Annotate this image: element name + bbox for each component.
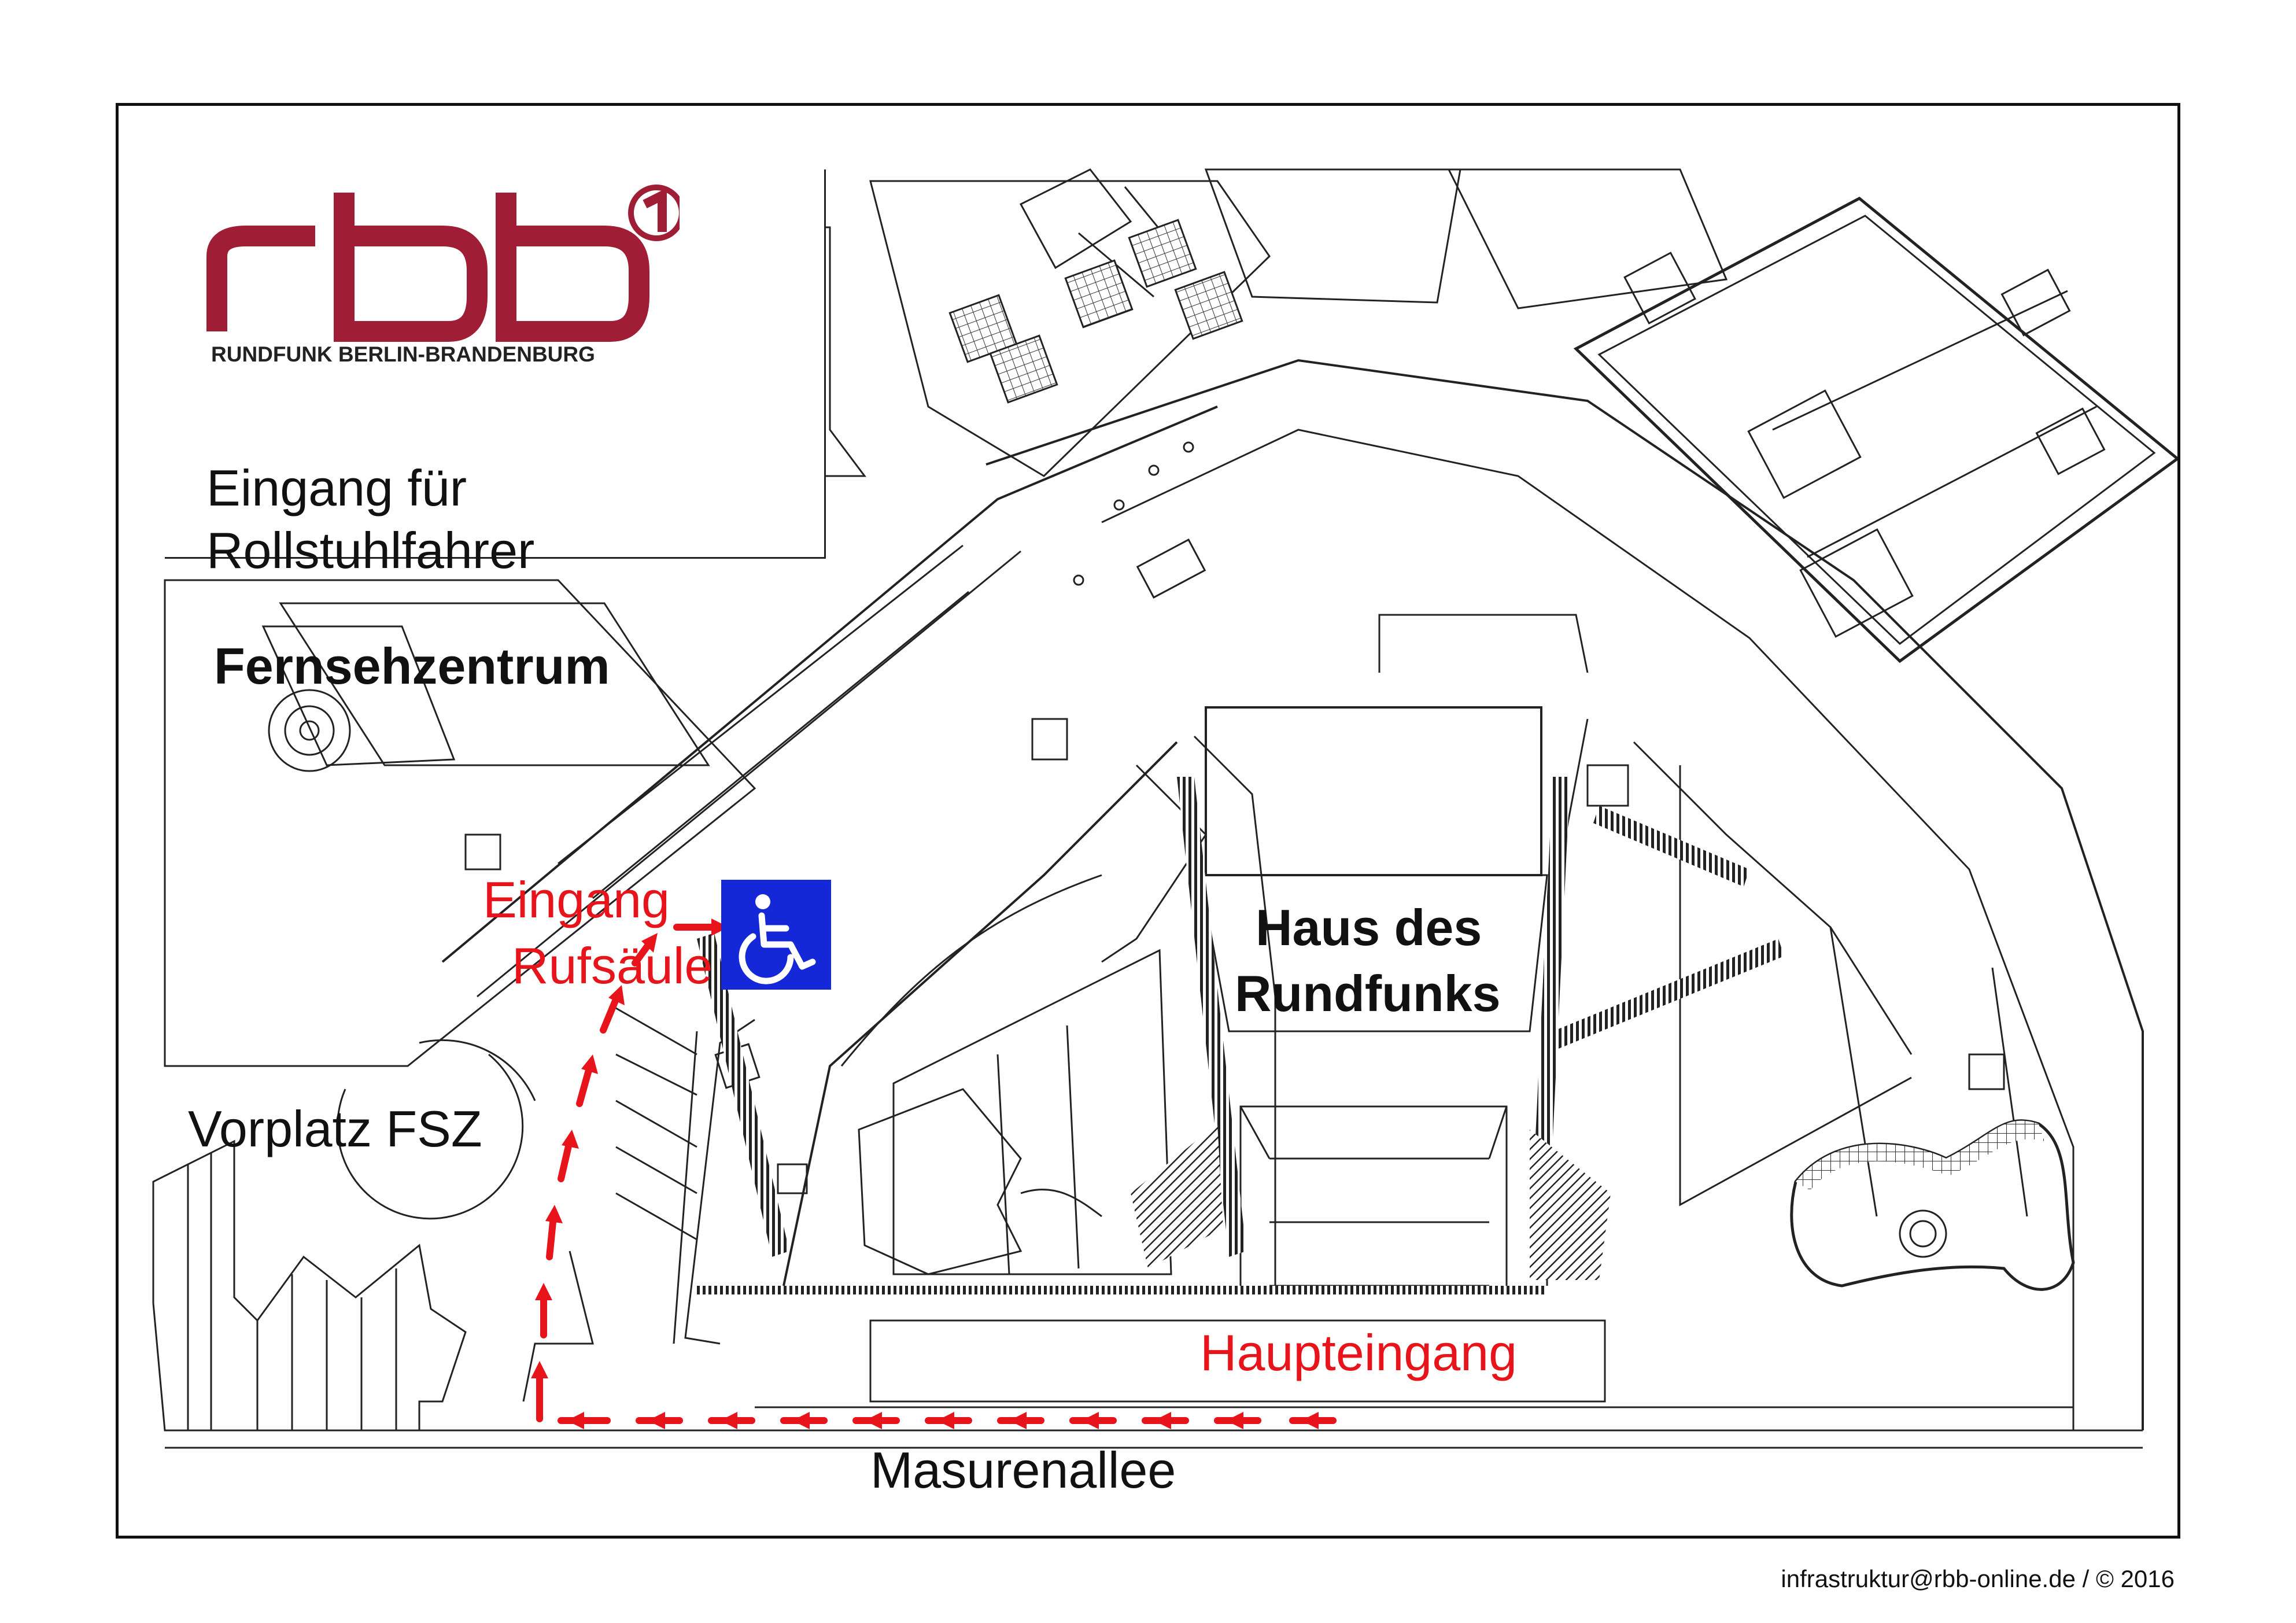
patterned-areas	[697, 219, 2044, 1294]
das-erste-icon	[628, 185, 680, 241]
wheelchair-icon	[721, 880, 831, 990]
accessible-route	[531, 919, 1337, 1429]
label-haupteingang: Haupteingang	[1200, 1324, 1518, 1381]
label-rufsaeule: Rufsäule	[512, 937, 713, 994]
label-haus-des-rundfunks-1: Haus des	[1256, 899, 1482, 956]
rbb-logo: RUNDFUNK BERLIN-BRANDENBURG	[206, 185, 680, 366]
legend-title-line1: Eingang für	[206, 459, 467, 517]
building-outlines	[152, 168, 2177, 1449]
footer-credit: infrastruktur@rbb-online.de / © 2016	[1781, 1565, 2175, 1592]
label-vorplatz: Vorplatz FSZ	[188, 1100, 482, 1157]
floor-plan	[152, 168, 2177, 1449]
legend-title-line2: Rollstuhlfahrer	[206, 522, 535, 579]
label-eingang: Eingang	[483, 871, 670, 928]
logo-tagline: RUNDFUNK BERLIN-BRANDENBURG	[211, 342, 595, 366]
label-fernsehzentrum: Fernsehzentrum	[214, 637, 610, 695]
label-masurenallee: Masurenallee	[870, 1441, 1176, 1499]
label-haus-des-rundfunks-2: Rundfunks	[1235, 965, 1501, 1022]
map-frame: RUNDFUNK BERLIN-BRANDENBURG Eingang für …	[116, 103, 2180, 1539]
legend-box: RUNDFUNK BERLIN-BRANDENBURG Eingang für …	[165, 169, 826, 579]
